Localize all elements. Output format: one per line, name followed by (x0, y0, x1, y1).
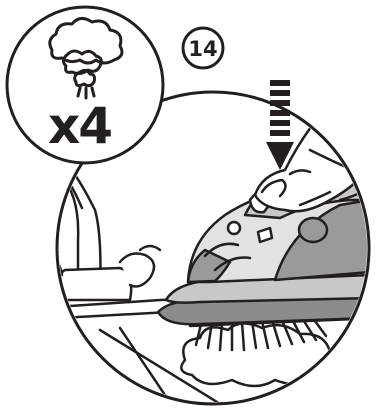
steam-multiplier-label: x4 (48, 97, 111, 155)
steam-cloud-icon (48, 17, 124, 100)
step-number-badge: 14 (181, 26, 225, 70)
steam-badge: x4 (5, 5, 165, 165)
dashed-arrow-down-icon (266, 80, 294, 170)
step-number: 14 (188, 37, 217, 61)
